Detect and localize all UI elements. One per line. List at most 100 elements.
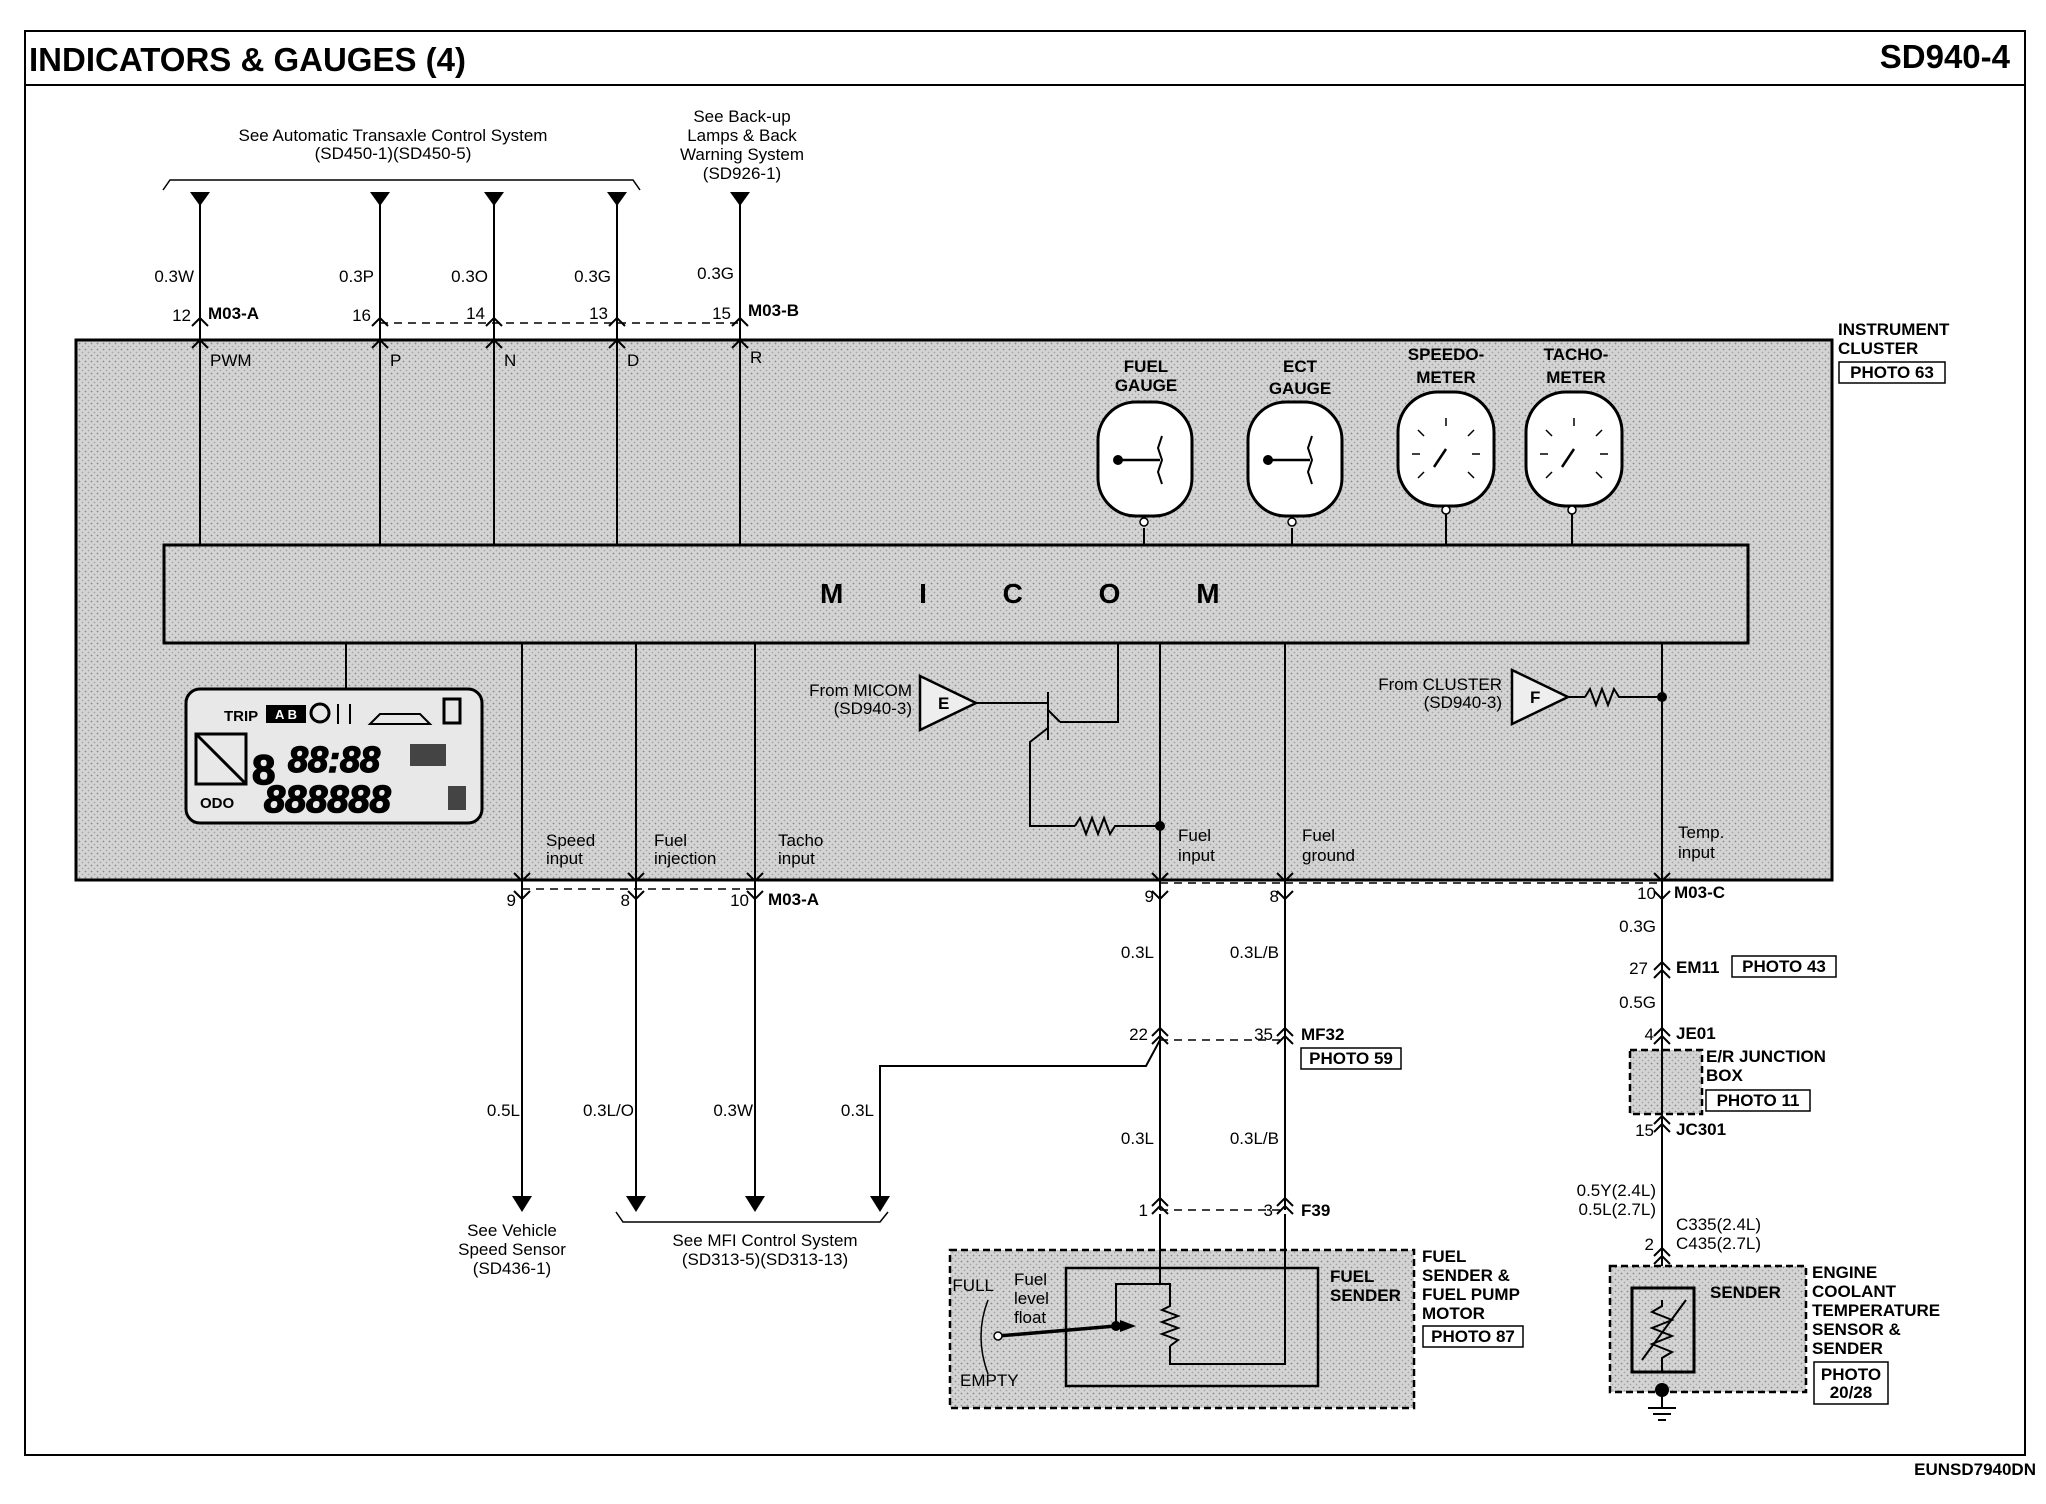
em11-photo: PHOTO 43 [1742,957,1826,976]
pin-9-speed: 9 [507,891,516,910]
header: INDICATORS & GAUGES (4) SD940-4 [26,32,2024,86]
transaxle-ref-line2: (SD450-1)(SD450-5) [315,144,472,163]
backup-ref-line1: See Back-up [693,107,790,126]
mf32-pin-35: 35 [1254,1025,1273,1044]
fuel-sender-photo: PHOTO 87 [1431,1327,1515,1346]
bottom-arrows [512,1196,890,1212]
top-wire-r: 0.3G [697,264,734,283]
fuel-sender-inner-2: SENDER [1330,1286,1401,1305]
cluster-name-line2: CLUSTER [1838,339,1918,358]
transaxle-ref-line1: See Automatic Transaxle Control System [239,126,548,145]
wire-ground-lower: 0.3L/B [1230,1129,1279,1148]
tacho-input-1: Tacho [778,831,823,850]
fuel-sender-inner-1: FUEL [1330,1267,1374,1286]
junction-dot [1657,692,1667,702]
lamp-icon [337,704,351,724]
top-signal-labels: PWM P N D R [210,348,762,370]
bottom-left-wire-labels: 0.5L 0.3L/O 0.3W 0.3L [487,1101,874,1120]
clock-icon [309,702,331,724]
cluster-photo: PHOTO 63 [1850,363,1934,382]
fuel-pump-icon [442,697,462,725]
micom-block [162,543,1750,645]
top-wire-pwm: 0.3W [154,267,194,286]
top-pin-14: 14 [466,304,485,323]
ect-gauge-label-2: GAUGE [1269,379,1331,398]
mfi-line2: (SD313-5)(SD313-13) [682,1250,848,1269]
from-micom-buffer: From MICOM (SD940-3) E [809,674,979,732]
page-title: INDICATORS & GAUGES (4) [29,41,466,78]
junction-name-1: E/R JUNCTION [1706,1047,1826,1066]
top-wire-p: 0.3P [339,267,374,286]
from-micom-line1: From MICOM [809,681,912,700]
f39-name: F39 [1301,1201,1330,1220]
lcd-trip: TRIP [224,708,258,725]
fuel-gauge-dial [1096,400,1194,527]
speedometer-label-2: METER [1416,368,1476,387]
fuel-ground-1: Fuel [1302,826,1335,845]
temp-connector-marks [1653,960,1671,1265]
fuel-injection-1: Fuel [654,831,687,850]
fuel-ground-2: ground [1302,846,1355,865]
top-wire-d: 0.3G [574,267,611,286]
vss-line3: (SD436-1) [473,1259,551,1278]
buffer-f-letter: F [1530,688,1540,707]
connector-m03c: M03-C [1674,883,1725,902]
wire-0-5l: 0.5L [487,1101,520,1120]
cluster-internal-wires [199,340,1663,880]
top-entry-marks [191,338,749,349]
signal-d: D [627,351,639,370]
terminal-arrow [730,192,750,206]
pin-8-ground: 8 [1270,887,1279,906]
pin-10-tacho: 10 [730,891,749,910]
backup-ref-line4: (SD926-1) [703,164,781,183]
junction-photo: PHOTO 11 [1717,1091,1800,1110]
connector-m03a-bottom: M03-A [768,890,819,909]
mf32-name: MF32 [1301,1025,1344,1044]
fuel-sender-title-3: FUEL PUMP [1422,1285,1520,1304]
from-cluster-buffer: From CLUSTER (SD940-3) F [1378,668,1571,726]
lcd-odo: ODO [200,795,235,812]
backup-ref-line3: Warning System [680,145,804,164]
micom-label: M I C O M [820,578,1254,609]
top-terminals [190,192,750,206]
diagram-frame: INDICATORS & GAUGES (4) SD940-4 [24,30,2026,1456]
transaxle-bracket [162,179,641,191]
pin-9-fuel: 9 [1145,887,1154,906]
connector-m03a-top: M03-A [208,304,259,323]
arrow-down [870,1196,890,1212]
ect-title-1: ENGINE [1812,1263,1877,1282]
wire-0-3w: 0.3W [713,1101,753,1120]
vss-ref: See Vehicle Speed Sensor (SD436-1) [458,1221,566,1278]
top-wire-n: 0.3O [451,267,488,286]
wire-0-5l-ect: 0.5L(2.7L) [1579,1200,1657,1219]
ect-title-5: SENDER [1812,1339,1883,1358]
top-pin-13: 13 [589,304,608,323]
float-line1: Fuel [1014,1270,1047,1289]
mf32-pin-22: 22 [1129,1025,1148,1044]
lcd-odo-digits: 888888 [264,779,392,821]
signal-n: N [504,351,516,370]
tachometer-label-1: TACHO- [1544,345,1609,364]
bottom-left-wires [521,881,1161,1200]
jc301-pin: 15 [1635,1121,1654,1140]
top-pin-16: 16 [352,306,371,325]
unit-indicator [410,744,446,766]
mfi-ref: See MFI Control System (SD313-5)(SD313-1… [615,1211,889,1269]
top-pin-15: 15 [712,304,731,323]
wire-branch-0-3l: 0.3L [841,1101,874,1120]
speed-input-1: Speed [546,831,595,850]
backup-ref: See Back-up Lamps & Back Warning System … [680,107,804,183]
terminal-arrow [484,192,504,206]
arrow-down [512,1196,532,1212]
temp-chain-labels: 0.3G 27 EM11 PHOTO 43 0.5G 4 JE01 E/R JU… [1577,917,1837,1254]
junction-dot [1155,821,1165,831]
temp-input-2: input [1678,843,1715,862]
cluster-dots [1155,692,1667,831]
from-cluster-line1: From CLUSTER [1378,675,1502,694]
fuel-injection-2: injection [654,849,716,868]
ect-title-2: COOLANT [1812,1282,1897,1301]
fuel-full: FULL [952,1276,994,1295]
terminal-arrow [607,192,627,206]
fuel-sender-title-2: SENDER & [1422,1266,1510,1285]
